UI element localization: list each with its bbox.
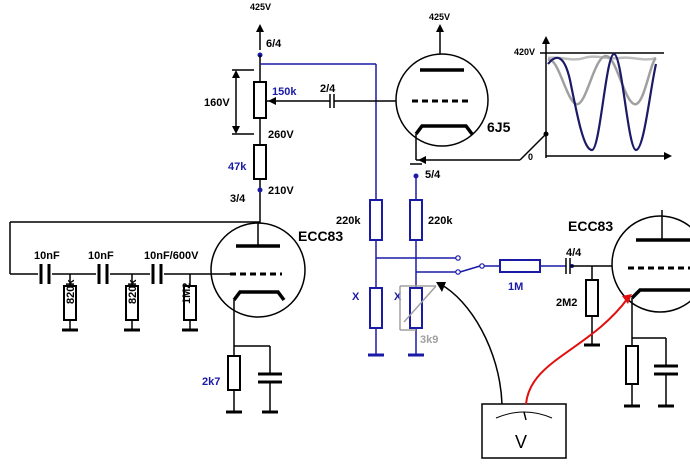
probe-lead-black xyxy=(439,283,503,405)
waveform-blue-full xyxy=(547,52,658,152)
supply-label-left: 425V xyxy=(250,2,271,12)
pin-5-4-label: 5/4 xyxy=(425,169,441,181)
cap-10nf-600v-label: 10nF/600V xyxy=(144,250,199,262)
selector-switch xyxy=(459,265,481,273)
pot-150k xyxy=(253,81,267,119)
resistor-820k-b-label: 820k xyxy=(127,279,139,304)
resistor-820k-a-label: 820k xyxy=(65,279,77,304)
resistor-220k-a-label: 220k xyxy=(336,215,361,227)
resistor-right-cathode xyxy=(625,345,639,385)
resistor-x-a xyxy=(369,287,383,329)
cap-10nf-a xyxy=(38,264,52,284)
tube-ecc83-right xyxy=(611,210,690,313)
pin-6-4-label: 6/4 xyxy=(266,38,282,50)
resistor-1m2 xyxy=(182,274,198,332)
waveform-plot xyxy=(540,36,672,160)
resistor-2k7 xyxy=(227,355,241,391)
resistor-x-a-label: X xyxy=(352,291,360,303)
bracket-160v xyxy=(232,69,254,135)
pin-3-4-label: 3/4 xyxy=(230,193,246,205)
cap-10nf-b-label: 10nF xyxy=(88,250,114,262)
resistor-2m2 xyxy=(585,279,599,317)
resistor-220k-a xyxy=(369,199,383,241)
pin-4-4-label: 4/4 xyxy=(566,247,582,259)
resistor-1m xyxy=(499,259,541,273)
waveform-gray-medium xyxy=(547,54,657,106)
cap-10nf-a-label: 10nF xyxy=(34,250,60,262)
waveform-420v-label: 420V xyxy=(514,47,535,57)
voltage-210v: 210V xyxy=(268,185,294,197)
probe-lead-red xyxy=(525,297,629,405)
cap-cathode-bypass xyxy=(258,346,282,414)
resistor-1m-label: 1M xyxy=(508,281,523,293)
resistor-820k-a xyxy=(62,274,78,332)
trimmer-3k9-label: 3k9 xyxy=(420,334,438,346)
pot-150k-label: 150k xyxy=(272,86,297,98)
tube-ecc83-left-label: ECC83 xyxy=(298,228,343,244)
voltmeter-label: V xyxy=(515,432,527,452)
resistor-2k7-label: 2k7 xyxy=(202,376,220,388)
voltage-160v: 160V xyxy=(204,97,230,109)
tube-ecc83-left xyxy=(210,222,306,318)
supply-arrow-left xyxy=(256,24,264,58)
resistor-220k-b xyxy=(409,199,423,241)
supply-label-right: 425V xyxy=(429,12,450,22)
scope-probe-wire xyxy=(519,133,547,161)
waveform-zero-label: 0 xyxy=(528,152,533,162)
resistor-220k-b-label: 220k xyxy=(428,215,453,227)
cap-10nf-600v xyxy=(150,264,164,284)
tube-ecc83-right-label: ECC83 xyxy=(568,218,613,234)
pin-2-4-label: 2/4 xyxy=(320,83,336,95)
cap-right-bypass xyxy=(654,338,678,408)
resistor-x-b-label: X xyxy=(394,291,402,303)
resistor-1m2-label: 1M2 xyxy=(181,283,193,304)
resistor-820k-b xyxy=(124,274,140,332)
resistor-47k-label: 47k xyxy=(228,161,247,173)
voltage-260v: 260V xyxy=(268,129,294,141)
voltmeter xyxy=(481,403,567,459)
tube-6j5-label: 6J5 xyxy=(487,119,511,135)
cap-10nf-b xyxy=(96,264,110,284)
resistor-47k xyxy=(253,144,267,180)
resistor-2m2-label: 2M2 xyxy=(556,297,577,309)
trimmer-3k9 xyxy=(399,285,437,331)
tube-6j5 xyxy=(395,53,489,147)
